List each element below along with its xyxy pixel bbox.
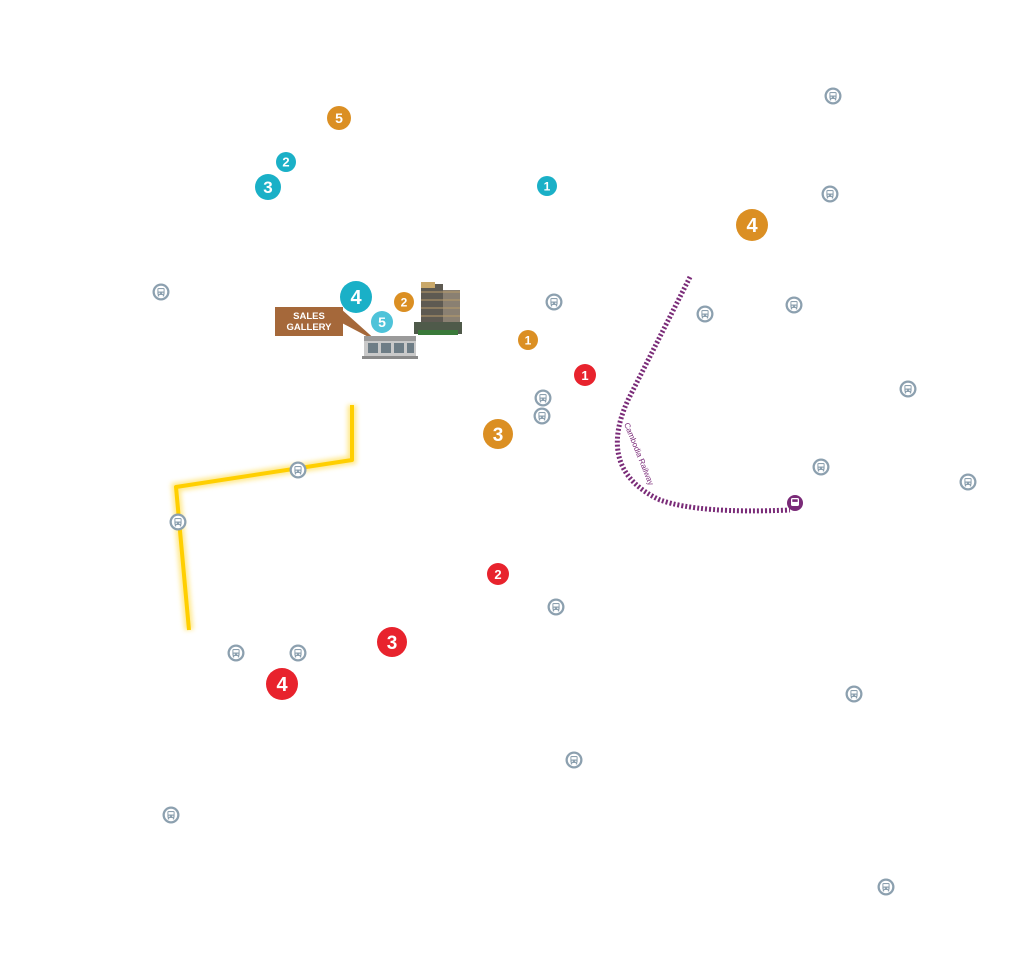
bus-stop-icon: [877, 878, 895, 896]
bus-stop-icon: [959, 473, 977, 491]
yellow-route-line: [171, 405, 357, 631]
sales-gallery-line1: SALES: [293, 310, 325, 322]
svg-text:2: 2: [494, 567, 501, 582]
marker-light-cyan-5[interactable]: 5: [371, 311, 393, 333]
marker-cyan-2[interactable]: 2: [276, 152, 296, 172]
bus-stop-icon: [533, 407, 551, 425]
svg-text:3: 3: [263, 178, 272, 197]
bus-stop-icon: [547, 598, 565, 616]
marker-orange-1[interactable]: 1: [518, 330, 538, 350]
marker-red-4[interactable]: 4: [266, 668, 298, 700]
marker-orange-5[interactable]: 5: [327, 106, 351, 130]
sales-gallery-pointer: [340, 308, 378, 342]
marker-red-3[interactable]: 3: [377, 627, 407, 657]
sales-gallery-line2: GALLERY: [286, 321, 332, 333]
marker-red-2[interactable]: 2: [487, 563, 509, 585]
svg-text:5: 5: [378, 314, 386, 330]
svg-text:2: 2: [401, 296, 408, 310]
bus-stop-icon: [696, 305, 714, 323]
project-tower-image: [414, 282, 462, 335]
bus-stop-icon: [565, 751, 583, 769]
sales-gallery-building-image: [362, 336, 418, 359]
bus-stop-icon: [845, 685, 863, 703]
marker-orange-4[interactable]: 4: [736, 209, 768, 241]
marker-cyan-1[interactable]: 1: [537, 176, 557, 196]
marker-cyan-4[interactable]: 4: [340, 281, 372, 313]
sales-gallery-label[interactable]: SALES GALLERY: [275, 307, 343, 336]
bus-stop-icon: [812, 458, 830, 476]
svg-text:3: 3: [387, 633, 398, 654]
svg-text:4: 4: [350, 287, 362, 309]
marker-cyan-3[interactable]: 3: [255, 174, 281, 200]
svg-text:4: 4: [746, 215, 758, 237]
bus-stop-icon: [824, 87, 842, 105]
bus-stops: [152, 87, 977, 896]
bus-stop-icon: [289, 461, 307, 479]
bus-stop-icon: [152, 283, 170, 301]
marker-orange-2[interactable]: 2: [394, 292, 414, 312]
bus-stop-icon: [289, 644, 307, 662]
bus-stop-icon: [169, 513, 187, 531]
svg-text:5: 5: [335, 110, 343, 126]
bus-stop-icon: [534, 389, 552, 407]
bus-stop-icon: [785, 296, 803, 314]
svg-text:3: 3: [493, 425, 504, 446]
svg-text:1: 1: [525, 334, 532, 348]
svg-text:1: 1: [544, 180, 551, 194]
bus-stop-icon: [227, 644, 245, 662]
marker-orange-3[interactable]: 3: [483, 419, 513, 449]
svg-text:1: 1: [581, 368, 588, 383]
bus-stop-icon: [545, 293, 563, 311]
svg-text:2: 2: [282, 155, 289, 170]
bus-stop-icon: [162, 806, 180, 824]
bus-stop-icon: [899, 380, 917, 398]
svg-text:4: 4: [276, 674, 288, 696]
train-icon: [787, 495, 803, 511]
bus-stop-icon: [821, 185, 839, 203]
marker-red-1[interactable]: 1: [574, 364, 596, 386]
